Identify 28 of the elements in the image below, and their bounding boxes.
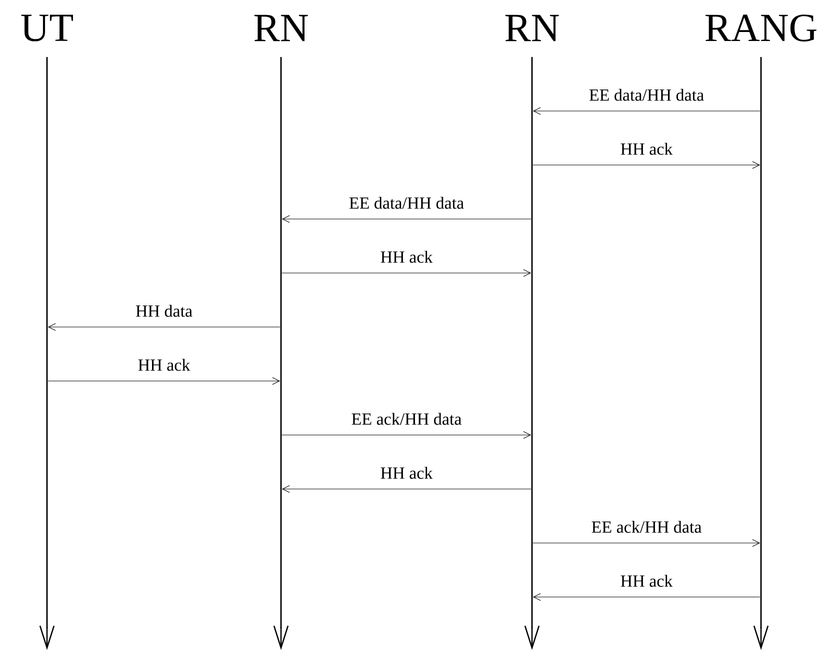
- lifeline-arrow: [524, 57, 540, 650]
- message-label: EE ack/HH data: [592, 520, 702, 533]
- message-label: HH ack: [380, 250, 433, 263]
- message-arrow: [48, 377, 280, 385]
- message-label: HH ack: [620, 574, 673, 587]
- message-arrow: [532, 161, 760, 169]
- participant-label: RN: [505, 14, 559, 42]
- message-arrow: [532, 539, 760, 547]
- message-arrow: [48, 323, 280, 331]
- message-label: HH ack: [138, 358, 190, 371]
- lifeline-arrow: [273, 57, 289, 650]
- message-label: HH ack: [620, 142, 673, 155]
- message-arrow: [532, 593, 760, 601]
- message-label: EE ack/HH data: [352, 412, 462, 425]
- message-label: EE data/HH data: [349, 196, 464, 209]
- message-arrow: [282, 485, 532, 493]
- message-arrow: [282, 431, 532, 439]
- message-label: HH data: [136, 304, 192, 317]
- lifeline-arrow: [753, 57, 769, 650]
- message-arrow: [532, 107, 760, 115]
- message-arrow: [282, 269, 532, 277]
- participant-label: UT: [21, 14, 73, 42]
- message-label: HH ack: [380, 466, 433, 479]
- message-arrow: [282, 215, 532, 223]
- lifeline-arrow: [39, 57, 55, 650]
- message-label: EE data/HH data: [589, 88, 704, 101]
- participant-label: RANG: [705, 14, 816, 42]
- participant-label: RN: [254, 14, 308, 42]
